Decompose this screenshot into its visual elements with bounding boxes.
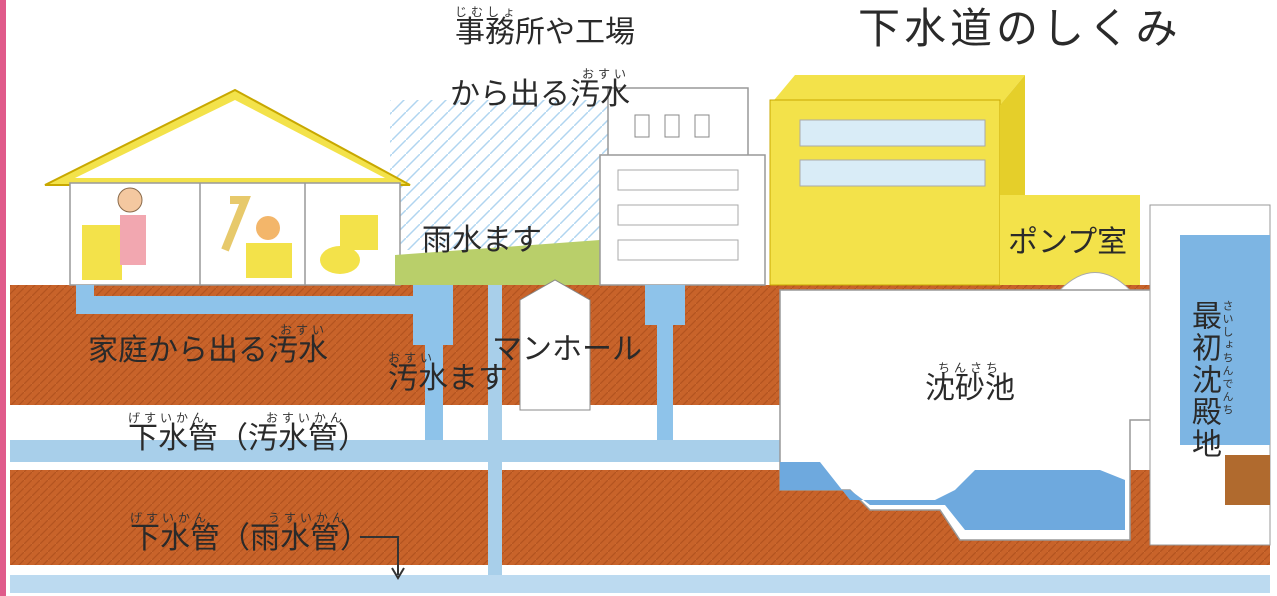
- office-drain-pipe: [657, 320, 673, 440]
- grit-chamber-text: 沈砂池: [925, 371, 1015, 406]
- pump-room-label: ポンプ室: [1008, 225, 1128, 260]
- sewage-pipe-ruby-row: げすいかん おすいかん: [128, 412, 368, 424]
- house-drain: [76, 285, 420, 314]
- grit-chamber-label: ちんさち 沈砂池: [925, 362, 1015, 404]
- sewage-pipe-ruby-2: おすいかん: [265, 411, 346, 425]
- rain-pipe-ruby-1: げすいかん: [130, 511, 211, 525]
- rain-pipe-arrowhead: [391, 567, 405, 580]
- ground-grass: [395, 240, 600, 285]
- primary-settling-label: 最初沈殿地: [1186, 300, 1221, 460]
- rain-pipe-ruby-2: うすいかん: [267, 511, 348, 525]
- rain-inlet-label: 雨水ます: [422, 223, 542, 258]
- rain-pipe: [10, 575, 1270, 593]
- sewage-inlet-text: 汚水ます: [388, 361, 508, 396]
- office-building: [599, 87, 766, 286]
- office-water-label: じむしょ 事務所や工場: [455, 6, 635, 48]
- primary-settling-ruby: さいしょちんでんち: [1221, 300, 1234, 417]
- office-drain-box: [645, 285, 685, 325]
- rain-pipe-text: 下水管（雨水管）: [130, 521, 370, 556]
- factory-building: [769, 75, 1140, 286]
- rain-inlet-pipe: [488, 285, 502, 575]
- rain-pipe-label: げすいかん うすいかん 下水管（雨水管）: [130, 512, 370, 554]
- manhole-label: マンホール: [492, 332, 642, 367]
- office-water-line-1: 事務所や工場: [455, 15, 635, 50]
- house: [44, 88, 411, 286]
- office-ruby-1: じむしょ: [455, 5, 520, 19]
- manhole-shaft: [519, 279, 591, 411]
- sewage-pipe: [10, 440, 810, 462]
- page-title: 下水道のしくみ: [858, 4, 1182, 53]
- sewage-inlet-pipe: [425, 340, 443, 440]
- household-ruby: おすい: [279, 323, 328, 337]
- office-water-label-2: おすい から出る汚水: [450, 68, 630, 110]
- office-ruby-2: おすい: [581, 67, 630, 81]
- rain-pipe-arrow: [360, 536, 399, 575]
- office-water-line-2: から出る汚水: [450, 77, 630, 112]
- sewage-pipe-text: 下水管（汚水管）: [128, 421, 368, 456]
- sewage-inlet-ruby: おすい: [388, 351, 437, 365]
- pump-dome: [1058, 272, 1132, 291]
- page-border: [0, 0, 6, 596]
- grit-chamber-ruby: ちんさち: [937, 361, 1002, 375]
- household-water-text: 家庭から出る汚水: [88, 333, 328, 368]
- rain-pipe-ruby-row: げすいかん うすいかん: [130, 512, 370, 524]
- sewage-pipe-label: げすいかん おすいかん 下水管（汚水管）: [128, 412, 368, 454]
- household-water-label: おすい 家庭から出る汚水: [88, 324, 328, 366]
- sewage-inlet-label: おすい 汚水ます: [388, 352, 508, 394]
- sewage-inlet-box: [413, 285, 453, 345]
- rain-streaks: [390, 100, 640, 250]
- grit-chamber-water: [780, 462, 1125, 530]
- sewage-pipe-ruby-1: げすいかん: [128, 411, 209, 425]
- settling-tank: [1149, 204, 1271, 546]
